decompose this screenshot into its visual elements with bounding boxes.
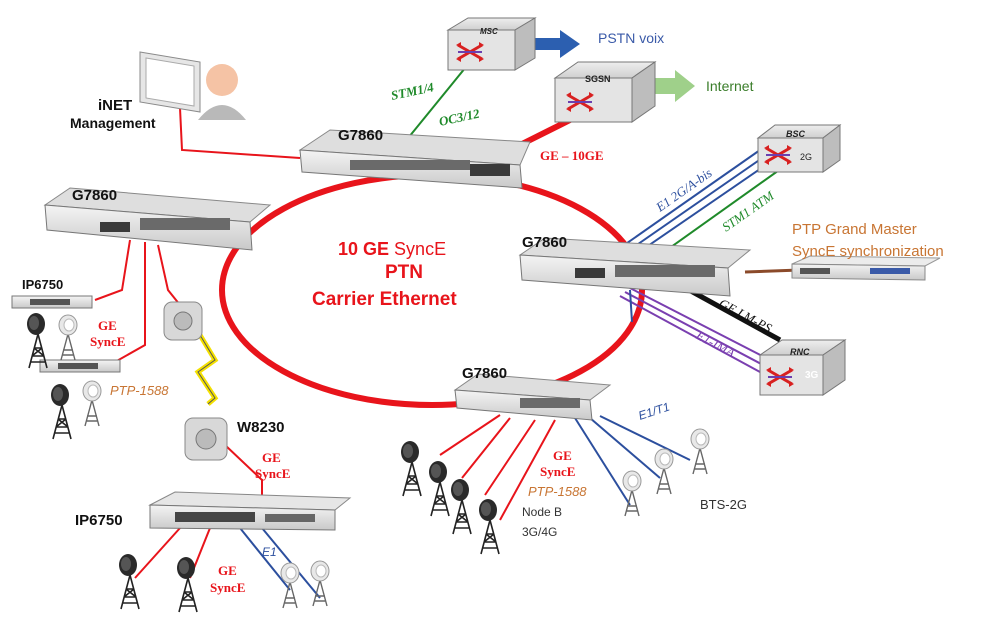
link-left-ip6750 <box>94 239 131 301</box>
link-mid-t2 <box>461 417 511 479</box>
tower-icon <box>450 478 472 535</box>
arrow-internet <box>648 70 695 102</box>
inet-label-1: iNET <box>98 97 132 114</box>
g7860-left-label: G7860 <box>72 187 117 204</box>
link-bsc-e1-1 <box>609 149 761 256</box>
ip6750-left-label: IP6750 <box>22 277 63 292</box>
bsc-device <box>756 123 842 173</box>
links <box>94 30 801 599</box>
w-synce-label: SyncE <box>255 466 290 481</box>
stm1-4-label: STM1/4 <box>390 79 436 103</box>
g7860-top-label: G7860 <box>338 127 383 144</box>
oc3-12-label: OC3/12 <box>438 106 482 129</box>
tower-icon <box>176 556 198 613</box>
w8230-odu-top <box>163 301 203 341</box>
link-msc <box>399 61 471 149</box>
w8230-odu-bottom <box>184 417 228 461</box>
ring-label-2: PTN <box>385 262 423 283</box>
tower-icon <box>478 498 500 555</box>
mid-ptp-label: PTP-1588 <box>528 484 587 499</box>
ge-lmps-label: GE LM-PS <box>717 295 775 335</box>
nodeb-label-2: 3G/4G <box>522 525 557 539</box>
internet-label: Internet <box>706 78 754 94</box>
nodeb-label-1: Node B <box>522 505 562 519</box>
link-mid-bts1 <box>574 417 631 506</box>
g7860-bottom-device <box>453 373 612 421</box>
link-rnc-ima-2 <box>624 291 766 367</box>
ip6750-bottom-label: IP6750 <box>75 512 123 529</box>
link-rnc-ima-1 <box>629 287 771 361</box>
dish-icon <box>310 560 330 607</box>
ring-label-3: Carrier Ethernet <box>312 289 457 310</box>
mid-synce-label: SyncE <box>540 464 575 479</box>
ge-10ge-label: GE – 10GE <box>540 148 604 163</box>
sgsn-device <box>553 61 657 123</box>
sgsn-label: SGSN <box>585 74 611 84</box>
rnc-sub-label: 3G <box>805 370 819 381</box>
dish-icon <box>622 470 642 517</box>
link-mid-t1 <box>439 414 501 456</box>
link-mid-bts2 <box>589 417 661 479</box>
g7860-right-label: G7860 <box>522 234 567 251</box>
ip6750-bottom-device <box>148 491 352 531</box>
rnc-device <box>758 339 847 396</box>
ip6750-left-device <box>11 295 121 373</box>
tower-icon <box>118 553 140 610</box>
arrow-pstn <box>535 30 580 58</box>
g7860-left-device <box>43 187 272 251</box>
link-mid-bts3 <box>599 415 691 461</box>
w8230-label: W8230 <box>237 419 285 436</box>
mid-ge-label: GE <box>553 448 572 463</box>
ptp-gm-label-1: PTP Grand Master <box>792 221 917 238</box>
bsc-label: BSC <box>786 129 806 139</box>
msc-device <box>446 17 537 71</box>
ptp-gm-label-2: SyncE synchronization <box>792 243 944 260</box>
link-rnc-ge <box>678 282 782 343</box>
antenna-towers <box>26 312 710 613</box>
w-ge-label: GE <box>262 450 281 465</box>
link-mid-t3 <box>484 419 536 496</box>
left-ge-label: GE <box>98 318 117 333</box>
tower-icon <box>50 383 72 440</box>
link-bsc-e1-2 <box>617 153 769 259</box>
link-left-ip6750-2 <box>114 242 146 363</box>
dish-icon <box>82 380 102 427</box>
tower-icon <box>26 312 48 369</box>
link-inet-mgmt <box>179 107 301 159</box>
link-left-w8230 <box>157 244 181 306</box>
rnc-label: RNC <box>790 347 810 357</box>
link-bottom-dish1 <box>239 527 291 591</box>
dish-icon <box>58 314 78 361</box>
dish-icon <box>654 448 674 495</box>
tower-icon <box>400 440 422 497</box>
link-mid-t4 <box>499 419 556 521</box>
g7860-bottom-label: G7860 <box>462 365 507 382</box>
bottom-e1-label: E1 <box>262 545 277 559</box>
inet-label-2: Management <box>70 115 156 131</box>
inet-workstation <box>139 51 246 120</box>
tower-icon <box>428 460 450 517</box>
bottom-ge-label: GE <box>218 563 237 578</box>
msc-label: MSC <box>480 27 498 36</box>
link-rnc-ima-3 <box>619 295 761 373</box>
link-rnc-blue <box>629 289 633 323</box>
bottom-synce-label: SyncE <box>210 580 245 595</box>
g7860-top-device <box>298 129 531 189</box>
ptp-grandmaster-device <box>791 255 941 281</box>
bts-label: BTS-2G <box>700 497 747 512</box>
left-synce-label: SyncE <box>90 334 125 349</box>
left-ptp-label: PTP-1588 <box>110 383 169 398</box>
dish-icon <box>690 428 710 475</box>
e1-t1-label: E1/T1 <box>637 400 672 423</box>
link-bottom-tower1 <box>134 527 181 579</box>
g7860-right-device <box>518 237 752 297</box>
ring-label-1: 10 GE SyncE <box>338 239 446 259</box>
dish-icon <box>280 562 300 609</box>
stm1-atm-label: STM1 ATM <box>719 187 777 234</box>
link-ptp-gm <box>744 268 801 274</box>
bsc-sub-label: 2G <box>800 152 812 162</box>
pstn-label: PSTN voix <box>598 30 664 46</box>
